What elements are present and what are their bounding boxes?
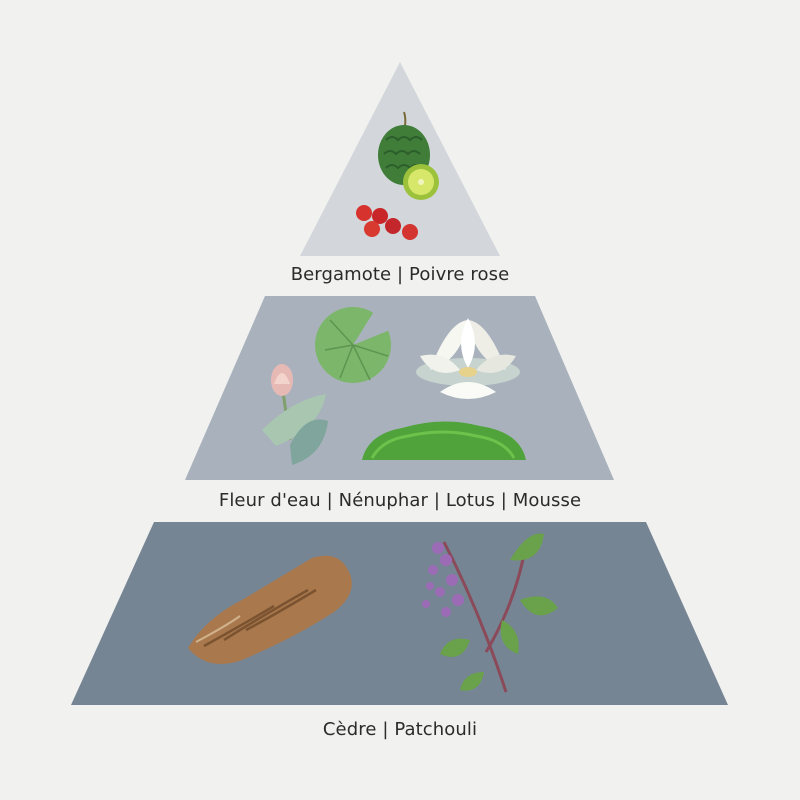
tier-base-notes xyxy=(71,522,728,705)
cedar-bark-icon xyxy=(188,555,352,664)
tier-top-label: Bergamote | Poivre rose xyxy=(290,264,510,285)
pink-peppercorn-icon xyxy=(356,205,418,240)
tier-middle-label: Fleur d'eau | Nénuphar | Lotus | Mousse xyxy=(218,490,582,511)
bergamot-icon xyxy=(378,111,439,200)
water-lily-flower-icon xyxy=(416,318,520,399)
lotus-bud-icon xyxy=(262,364,328,465)
moss-icon xyxy=(362,421,526,460)
water-lily-pad-icon xyxy=(315,305,391,383)
tier-base-label: Cèdre | Patchouli xyxy=(322,719,478,740)
patchouli-sprig-icon xyxy=(422,533,558,693)
